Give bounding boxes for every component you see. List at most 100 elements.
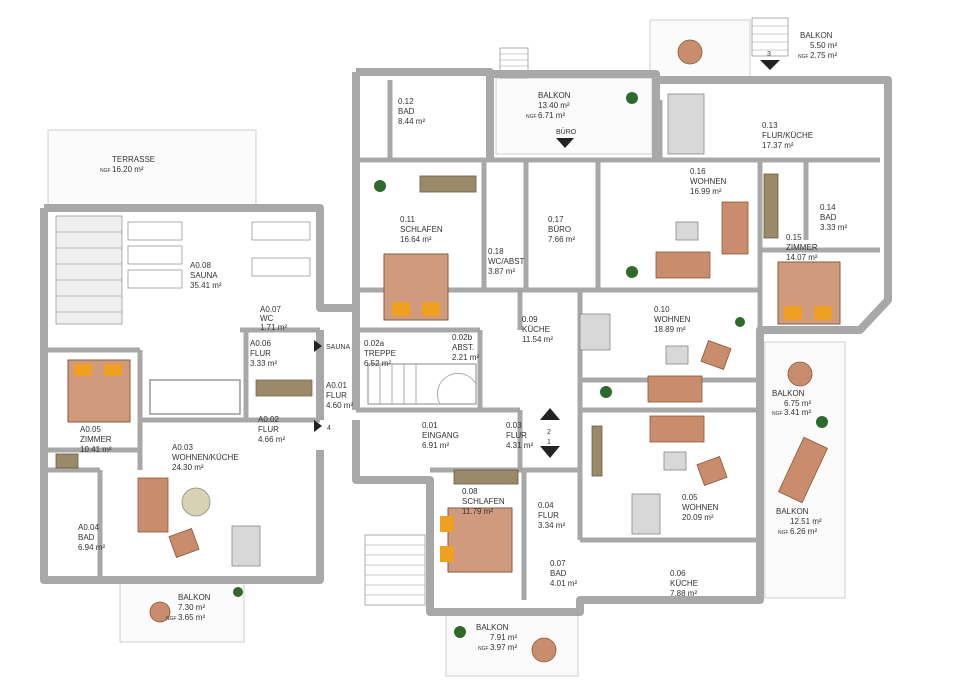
svg-text:7.88 m²: 7.88 m² <box>670 589 697 598</box>
label-a007: A0.07 WC 1.71 m² <box>260 305 287 332</box>
table-balcony-tr <box>677 39 703 65</box>
plant-6 <box>816 416 828 428</box>
room-labels: TERRASSE NGF 16.20 m² A0.08 SAUNA 35.41 … <box>78 31 847 652</box>
svg-text:6.71 m²: 6.71 m² <box>538 111 565 120</box>
svg-text:WOHNEN: WOHNEN <box>682 503 719 512</box>
label-a003: A0.03 WOHNEN/KÜCHE 24.30 m² <box>172 443 239 472</box>
svg-text:12.51 m²: 12.51 m² <box>790 517 822 526</box>
svg-text:A0.02: A0.02 <box>258 415 279 424</box>
armchair-a003 <box>168 528 200 558</box>
outdoor-areas <box>47 17 846 677</box>
svg-text:4.31 m²: 4.31 m² <box>506 441 533 450</box>
table-balcony-b <box>531 637 557 663</box>
plant-7 <box>454 626 466 638</box>
label-r011: 0.11 SCHLAFEN 16.64 m² <box>400 215 443 244</box>
sauna-lounger-2 <box>127 245 183 265</box>
svg-text:11.79 m²: 11.79 m² <box>462 507 493 516</box>
svg-text:3.33 m²: 3.33 m² <box>250 359 277 368</box>
svg-text:11.54 m²: 11.54 m² <box>522 335 553 344</box>
label-a008: A0.08 SAUNA 35.41 m² <box>190 261 222 290</box>
svg-text:EINGANG: EINGANG <box>422 431 459 440</box>
svg-text:SCHLAFEN: SCHLAFEN <box>400 225 443 234</box>
terrace-area <box>47 129 257 207</box>
svg-text:A0.03: A0.03 <box>172 443 193 452</box>
sauna-lounger-3 <box>127 269 183 289</box>
svg-text:NGF: NGF <box>478 646 489 652</box>
svg-text:TREPPE: TREPPE <box>364 349 396 358</box>
svg-text:FLUR: FLUR <box>258 425 279 434</box>
bed-r008 <box>440 507 513 573</box>
furniture <box>137 201 828 558</box>
svg-text:2.75 m²: 2.75 m² <box>810 51 837 60</box>
svg-text:A0.04: A0.04 <box>78 523 99 532</box>
staircase <box>367 363 477 405</box>
label-r014: 0.14 BAD 3.33 m² <box>820 203 847 232</box>
svg-text:3.34 m²: 3.34 m² <box>538 521 565 530</box>
svg-text:6.91 m²: 6.91 m² <box>422 441 449 450</box>
svg-text:10.41 m²: 10.41 m² <box>80 445 112 454</box>
sofa-r016-b <box>721 201 749 255</box>
svg-text:ZIMMER: ZIMMER <box>80 435 112 444</box>
svg-text:7.66 m²: 7.66 m² <box>548 235 575 244</box>
plant-4 <box>600 386 612 398</box>
plant-2 <box>626 92 638 104</box>
beds <box>67 253 841 573</box>
label-r002b: 0.02b ABST. 2.21 m² <box>452 333 479 362</box>
label-terrasse: TERRASSE NGF 16.20 m² <box>100 155 155 174</box>
svg-text:6.94 m²: 6.94 m² <box>78 543 105 552</box>
svg-text:6.52 m²: 6.52 m² <box>364 359 391 368</box>
svg-text:16.20 m²: 16.20 m² <box>112 165 144 174</box>
marker-4: 4 <box>327 425 331 432</box>
svg-text:NGF: NGF <box>100 168 111 174</box>
label-r018: 0.18 WC/ABST 3.87 m² <box>488 247 525 276</box>
label-r005: 0.05 WOHNEN 20.09 m² <box>682 493 719 522</box>
svg-text:0.08: 0.08 <box>462 487 478 496</box>
svg-text:KÜCHE: KÜCHE <box>670 579 698 588</box>
label-r007: 0.07 BAD 4.01 m² <box>550 559 577 588</box>
svg-text:3.41 m²: 3.41 m² <box>784 408 811 417</box>
svg-text:6.75 m²: 6.75 m² <box>784 399 811 408</box>
cabinet-r005 <box>591 425 603 477</box>
cabinet-r015 <box>763 173 779 239</box>
label-a006: A0.06 FLUR 3.33 m² <box>250 339 277 368</box>
label-balkon-tr: BALKON 5.50 m² NGF 2.75 m² <box>798 31 837 60</box>
label-r012: 0.12 BAD 8.44 m² <box>398 97 425 126</box>
svg-text:FLUR/KÜCHE: FLUR/KÜCHE <box>762 131 813 140</box>
svg-text:35.41 m²: 35.41 m² <box>190 281 222 290</box>
wall-main-building <box>352 68 892 616</box>
tables <box>149 39 813 663</box>
svg-text:SCHLAFEN: SCHLAFEN <box>462 497 505 506</box>
svg-text:WOHNEN: WOHNEN <box>690 177 727 186</box>
svg-text:18.89 m²: 18.89 m² <box>654 325 686 334</box>
label-balkon-top: BALKON 13.40 m² NGF 6.71 m² <box>526 91 571 120</box>
svg-text:BALKON: BALKON <box>772 389 805 398</box>
label-r006: 0.06 KÜCHE 7.88 m² <box>670 569 698 598</box>
svg-text:BAD: BAD <box>78 533 95 542</box>
svg-text:4.66 m²: 4.66 m² <box>258 435 285 444</box>
svg-text:ABST.: ABST. <box>452 343 474 352</box>
cabinet-r011 <box>419 175 477 193</box>
svg-text:BAD: BAD <box>820 213 837 222</box>
svg-text:3.33 m²: 3.33 m² <box>820 223 847 232</box>
markers <box>314 60 780 458</box>
svg-text:0.14: 0.14 <box>820 203 836 212</box>
table-balcony-a <box>149 601 171 623</box>
svg-text:6.26 m²: 6.26 m² <box>790 527 817 536</box>
svg-text:0.17: 0.17 <box>548 215 564 224</box>
sauna-furniture <box>55 215 313 415</box>
sauna-lounger-1 <box>127 221 183 241</box>
svg-text:20.09 m²: 20.09 m² <box>682 513 714 522</box>
label-balkon-r1: BALKON 6.75 m² NGF 3.41 m² <box>772 389 811 417</box>
svg-text:FLUR: FLUR <box>326 391 347 400</box>
label-r001: 0.01 EINGANG 6.91 m² <box>422 421 459 450</box>
balcony-b-area <box>445 611 579 677</box>
table-a003 <box>231 525 261 567</box>
sauna-bench <box>55 215 123 325</box>
label-r009: 0.09 KÜCHE 11.54 m² <box>522 315 553 344</box>
label-r003: 0.03 FLUR 4.31 m² <box>506 421 533 450</box>
arrow-buero <box>556 138 574 148</box>
coffee-table-r016 <box>675 221 699 241</box>
label-r010: 0.10 WOHNEN 18.89 m² <box>654 305 691 334</box>
walls <box>40 68 892 616</box>
